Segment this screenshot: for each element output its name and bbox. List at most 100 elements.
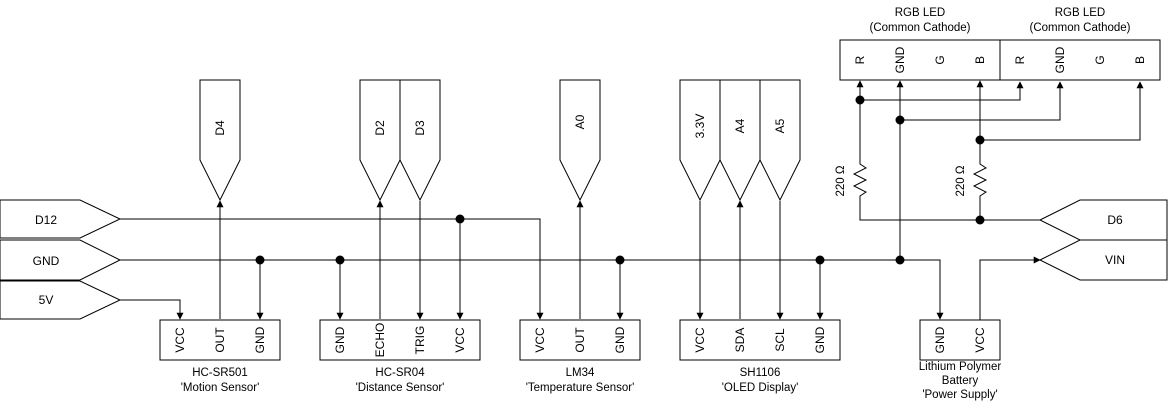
pin-label: GND — [253, 326, 267, 353]
component-rgb-led-2: RGB LED (Common Cathode) R GND G B — [999, 7, 1161, 81]
wires — [120, 80, 1144, 320]
pin-label: VCC — [173, 327, 187, 353]
pin-tag-label-a4: A4 — [733, 118, 747, 133]
led-subtitle: (Common Cathode) — [870, 22, 971, 34]
junction-dot — [615, 255, 625, 265]
component-box — [839, 39, 1001, 81]
pin-label: GND — [813, 326, 827, 353]
component-name: SH1106 — [740, 367, 781, 379]
component-name: HC-SR04 — [375, 367, 425, 379]
led-subtitle: (Common Cathode) — [1030, 22, 1131, 34]
pin-tag-label-3v3: 3.3V — [693, 114, 707, 139]
pin-label: ECHO — [373, 323, 387, 358]
pin-tag-d4 — [199, 79, 241, 202]
pin-tag-label-a5: A5 — [773, 118, 787, 133]
pin-label: GND — [933, 326, 947, 353]
component-name: LM34 — [566, 367, 595, 379]
pin-label: GND — [333, 326, 347, 353]
resistor-2 — [972, 160, 988, 200]
pin-tag-label-a0: A0 — [573, 114, 587, 129]
pin-tag-label-d2: D2 — [373, 120, 387, 136]
led-title: RGB LED — [895, 7, 946, 19]
pin-tags: D4 D2 D3 A0 3.3V A4 A5 — [199, 79, 801, 202]
pin-label: R — [853, 55, 867, 64]
resistor-label-1: 220 Ω — [835, 165, 847, 196]
junction-dot — [855, 95, 865, 105]
port-label-5v: 5V — [39, 293, 54, 307]
pin-tag-a5 — [759, 79, 801, 202]
pin-label: GND — [1053, 46, 1067, 73]
component-sh1106: VCC SDA SCL GND SH1106 'OLED Display' — [679, 319, 841, 394]
component-name-line2: Battery — [942, 375, 979, 387]
port-vin — [1038, 239, 1168, 281]
wire-r1-led2 — [860, 81, 1024, 101]
pin-label: OUT — [213, 327, 227, 353]
pin-label: R — [1013, 55, 1027, 64]
pin-label: VCC — [693, 327, 707, 353]
component-description: 'Motion Sensor' — [181, 382, 260, 394]
port-label-d6: D6 — [1107, 213, 1123, 227]
junction-dot — [815, 255, 825, 265]
component-box — [319, 319, 481, 361]
wire-d12-bus — [120, 218, 544, 320]
component-box — [519, 319, 641, 361]
pin-label: GND — [893, 46, 907, 73]
pin-tag-a4 — [719, 79, 761, 202]
component-hc-sr04: GND ECHO TRIG VCC HC-SR04 'Distance Sens… — [319, 319, 481, 394]
component-description: 'Temperature Sensor' — [526, 382, 635, 394]
component-rgb-led-1: RGB LED (Common Cathode) R GND G B — [839, 7, 1001, 81]
port-label-d12: D12 — [35, 213, 57, 227]
component-description: 'Power Supply' — [922, 389, 997, 401]
component-description: 'OLED Display' — [722, 382, 799, 394]
junction-dot — [975, 215, 985, 225]
component-box — [679, 319, 841, 361]
wire-gnd-bus — [120, 259, 944, 320]
left-ports: D12 GND 5V — [0, 199, 122, 320]
wire-vin — [979, 256, 1041, 320]
pin-tag-label-d4: D4 — [213, 120, 227, 136]
port-label-vin: VIN — [1105, 253, 1125, 267]
junction-dot — [335, 255, 345, 265]
component-box — [999, 39, 1161, 81]
pin-label: SDA — [733, 328, 747, 353]
component-lm34: VCC OUT GND LM34 'Temperature Sensor' — [519, 319, 641, 394]
junction-dot — [455, 214, 465, 224]
pin-label: VCC — [453, 327, 467, 353]
component-box — [159, 319, 281, 361]
port-label-gnd: GND — [33, 254, 60, 268]
wire-gnd-led2 — [900, 81, 1064, 121]
component-box — [919, 319, 1001, 361]
port-5v — [0, 280, 122, 320]
pin-label: VCC — [973, 327, 987, 353]
port-d12 — [0, 199, 122, 239]
resistor-1 — [852, 160, 868, 200]
junction-dot — [255, 255, 265, 265]
pin-tag-d2 — [359, 79, 401, 202]
pin-label: OUT — [573, 327, 587, 353]
pin-tag-3v3 — [679, 79, 721, 202]
pin-label: SCL — [773, 328, 787, 352]
junction-dot — [895, 255, 905, 265]
component-name: Lithium Polymer — [919, 361, 1002, 373]
wire-r2-led2 — [980, 81, 1144, 141]
resistor-label-2: 220 Ω — [955, 165, 967, 196]
junction-dots — [255, 95, 985, 265]
pin-label: TRIG — [413, 326, 427, 355]
pin-label: G — [933, 55, 947, 64]
component-name: HC-SR501 — [192, 367, 248, 379]
led-title: RGB LED — [1055, 7, 1106, 19]
component-hc-sr501: VCC OUT GND HC-SR501 'Motion Sensor' — [159, 319, 281, 394]
port-gnd — [0, 239, 122, 281]
pin-tag-label-d3: D3 — [413, 120, 427, 136]
pin-tag-d3 — [399, 79, 441, 202]
wire-5v — [120, 299, 184, 320]
pin-label: G — [1093, 55, 1107, 64]
port-d6 — [1038, 199, 1168, 241]
wire-d6 — [859, 200, 1040, 221]
pin-label: VCC — [533, 327, 547, 353]
right-ports: D6 VIN — [1038, 199, 1168, 281]
pin-label: GND — [613, 326, 627, 353]
pin-label: B — [973, 56, 987, 64]
pin-tag-a0 — [559, 79, 601, 202]
junction-dot — [975, 135, 985, 145]
